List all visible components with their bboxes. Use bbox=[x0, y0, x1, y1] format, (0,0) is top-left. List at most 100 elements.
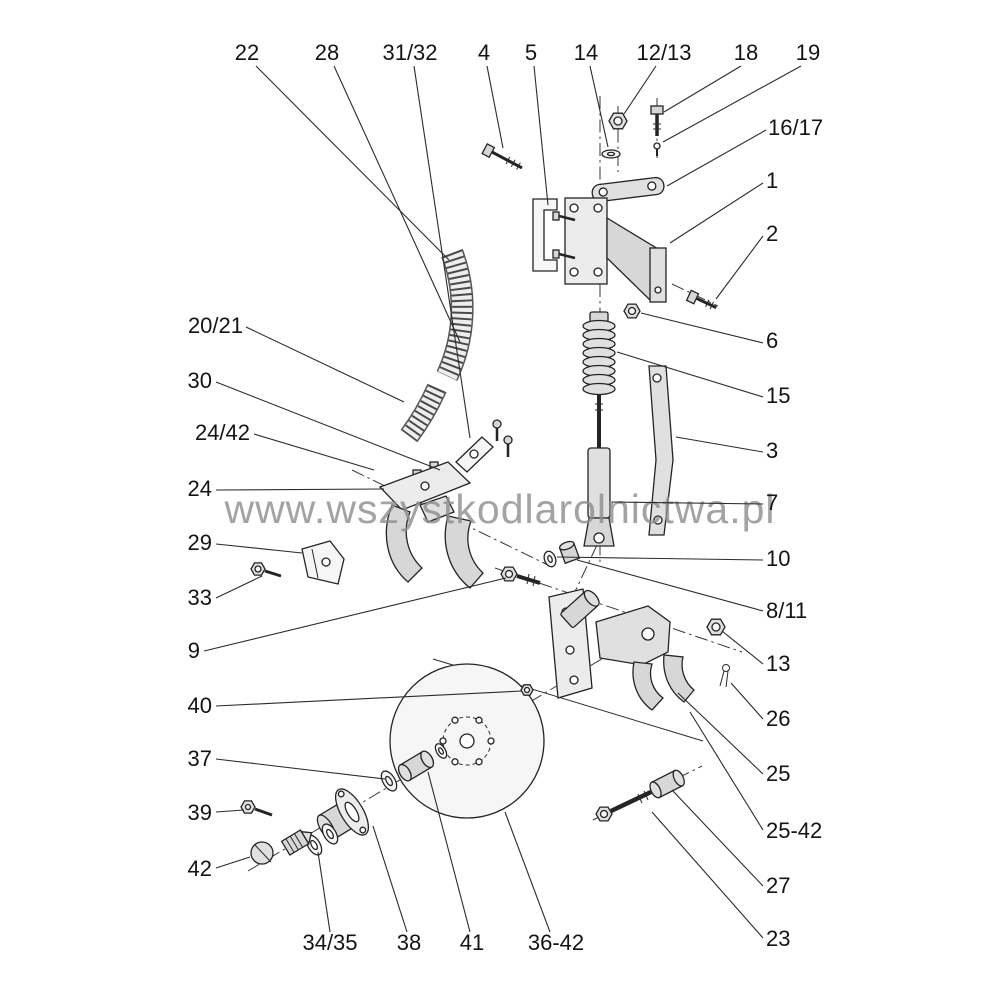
leader-line-40 bbox=[215, 690, 523, 707]
leader-line-39 bbox=[215, 809, 245, 813]
bushing-part-23 bbox=[649, 769, 685, 799]
nut-part-40 bbox=[520, 684, 534, 696]
nut-part-12-13 bbox=[608, 112, 628, 130]
part-label-5: 5 bbox=[525, 40, 537, 65]
part-label-27: 27 bbox=[766, 873, 790, 898]
part-label-18: 18 bbox=[734, 40, 758, 65]
band-part-22-28 bbox=[436, 248, 474, 381]
part-label-42: 42 bbox=[188, 856, 212, 881]
part-label-10: 10 bbox=[766, 546, 790, 571]
leader-line-25-42 bbox=[689, 711, 764, 831]
leader-line-42 bbox=[215, 856, 251, 869]
part-label-33: 33 bbox=[188, 585, 212, 610]
part-label-1: 1 bbox=[766, 168, 778, 193]
clamp-part-24-30 bbox=[378, 461, 484, 589]
arm-part-3 bbox=[648, 365, 674, 536]
part-label-29: 29 bbox=[188, 530, 212, 555]
leader-line-3 bbox=[675, 436, 764, 453]
part-label-34/35: 34/35 bbox=[302, 930, 357, 955]
leader-line-24 bbox=[215, 488, 385, 491]
part-label-16/17: 16/17 bbox=[768, 115, 823, 140]
washer-part-37 bbox=[380, 770, 398, 792]
part-label-3: 3 bbox=[766, 438, 778, 463]
part-label-24/42: 24/42 bbox=[195, 420, 250, 445]
leader-line-27 bbox=[671, 789, 764, 887]
leader-line-26 bbox=[730, 682, 764, 720]
leader-line-19 bbox=[662, 65, 802, 143]
leader-line-33 bbox=[215, 575, 263, 599]
leader-lines bbox=[203, 65, 802, 939]
leader-line-10 bbox=[556, 556, 764, 561]
part-label-41: 41 bbox=[460, 930, 484, 955]
bolt-part-4 bbox=[481, 142, 523, 170]
leader-line-20/21 bbox=[245, 326, 405, 403]
cap-part-42 bbox=[250, 829, 313, 865]
part-label-20/21: 20/21 bbox=[188, 313, 243, 338]
leader-line-37 bbox=[215, 758, 386, 780]
leader-line-24/42 bbox=[253, 433, 375, 471]
leader-line-12/13 bbox=[623, 65, 657, 115]
disc-part-36-42 bbox=[389, 663, 545, 819]
leader-line-8/11 bbox=[576, 559, 764, 612]
watermark: www.wszystkodlarolnictwa.pl bbox=[223, 486, 775, 532]
leader-line-34/35 bbox=[317, 851, 331, 933]
leader-line-13 bbox=[721, 630, 764, 665]
bushing-part-41 bbox=[397, 743, 448, 782]
part-label-37: 37 bbox=[188, 746, 212, 771]
part-label-14: 14 bbox=[574, 40, 598, 65]
leader-line-31/32 bbox=[413, 65, 471, 439]
housing-part-25 bbox=[548, 588, 695, 711]
part-label-25-42: 25-42 bbox=[766, 818, 822, 843]
leader-line-29 bbox=[215, 543, 303, 554]
bolt-part-18 bbox=[650, 105, 664, 136]
leader-line-7 bbox=[611, 501, 764, 505]
part-label-36-42: 36-42 bbox=[528, 930, 584, 955]
part-label-38: 38 bbox=[397, 930, 421, 955]
part-label-12/13: 12/13 bbox=[636, 40, 691, 65]
leader-line-14 bbox=[589, 65, 609, 148]
leader-line-22 bbox=[255, 65, 450, 261]
part-label-22: 22 bbox=[235, 40, 259, 65]
part-label-28: 28 bbox=[315, 40, 339, 65]
bolt-part-33 bbox=[250, 562, 282, 578]
part-label-13: 13 bbox=[766, 651, 790, 676]
part-label-6: 6 bbox=[766, 328, 778, 353]
part-label-23: 23 bbox=[766, 926, 790, 951]
leader-line-2 bbox=[715, 235, 764, 300]
part-label-15: 15 bbox=[766, 383, 790, 408]
part-label-40: 40 bbox=[188, 693, 212, 718]
part-label-26: 26 bbox=[766, 706, 790, 731]
leader-line-28 bbox=[333, 65, 461, 343]
leader-line-41 bbox=[427, 771, 471, 933]
part-label-25: 25 bbox=[766, 761, 790, 786]
leader-line-38 bbox=[372, 825, 408, 933]
leader-line-23 bbox=[651, 811, 764, 939]
leader-line-1 bbox=[669, 182, 764, 244]
part-label-30: 30 bbox=[188, 368, 212, 393]
spring-part-15 bbox=[582, 311, 616, 396]
part-label-24: 24 bbox=[188, 476, 212, 501]
part-label-2: 2 bbox=[766, 221, 778, 246]
part-label-4: 4 bbox=[478, 40, 490, 65]
leader-line-6 bbox=[640, 312, 764, 344]
rod-part-7 bbox=[583, 394, 615, 547]
pin-part-26 bbox=[719, 664, 730, 688]
plate-part-29 bbox=[301, 540, 345, 585]
nut-part-13 bbox=[706, 618, 726, 636]
leader-line-9 bbox=[203, 577, 507, 652]
part-label-39: 39 bbox=[188, 800, 212, 825]
band-part-20-21 bbox=[400, 383, 447, 443]
plate-part-16-17 bbox=[591, 176, 665, 203]
part-label-8/11: 8/11 bbox=[766, 598, 807, 623]
leader-line-30 bbox=[215, 381, 441, 471]
nut-part-6 bbox=[623, 303, 641, 319]
part-label-7: 7 bbox=[766, 490, 778, 515]
bolt-part-39 bbox=[240, 800, 273, 817]
leader-line-4 bbox=[486, 65, 504, 149]
leader-line-25 bbox=[677, 692, 764, 775]
leader-line-36-42 bbox=[504, 811, 551, 933]
bolt-part-9 bbox=[500, 566, 541, 587]
